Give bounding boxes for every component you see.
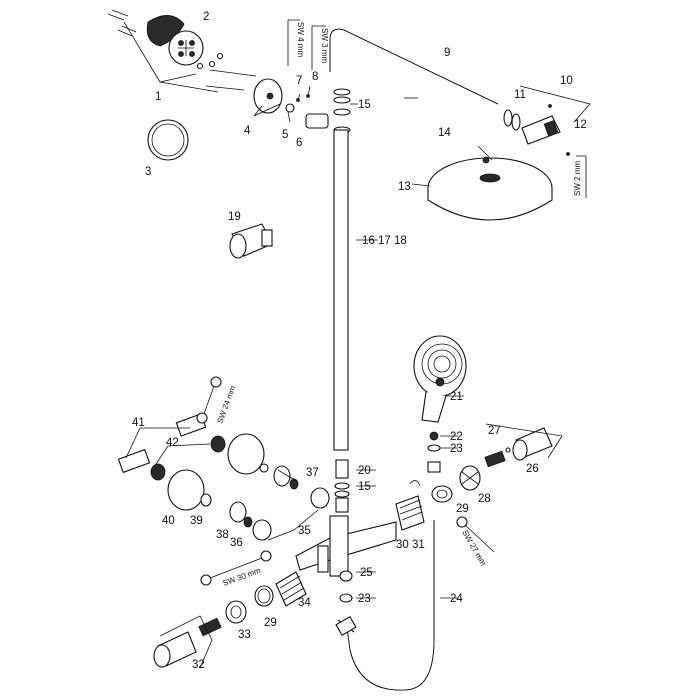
callout-24: 24 xyxy=(450,593,463,605)
callout-21: 21 xyxy=(450,391,463,403)
tool-label-sw30: SW 30 mm xyxy=(222,566,263,588)
sw-2-tool xyxy=(576,155,587,198)
part-42-nuts xyxy=(150,435,226,481)
callout-2: 2 xyxy=(203,11,209,23)
callout-6: 6 xyxy=(296,137,302,149)
part-1-screws xyxy=(107,9,257,93)
part-4-rosette xyxy=(253,78,283,117)
callout-23-lower: 23 xyxy=(358,593,371,605)
part-9-shower-arm xyxy=(329,28,499,105)
part-3-cover-ring xyxy=(147,119,189,161)
part-24-hose xyxy=(335,520,435,691)
part-29-nut xyxy=(427,461,453,503)
part-26-handle xyxy=(485,423,563,461)
tool-label-sw3: SW 3 mm xyxy=(320,28,329,63)
callout-22: 22 xyxy=(450,431,463,443)
callout-30-31: 30 31 xyxy=(396,539,425,551)
callout-36: 36 xyxy=(230,537,243,549)
part-5-6-7-8-holder xyxy=(285,85,329,129)
tool-label-sw4: SW 4 mm xyxy=(296,22,305,57)
part-30-31-diverter xyxy=(395,480,425,531)
callout-32: 32 xyxy=(192,659,205,671)
callout-5: 5 xyxy=(282,129,288,141)
callout-28: 28 xyxy=(478,493,491,505)
callout-20: 20 xyxy=(358,465,371,477)
part-15-rings xyxy=(333,88,351,134)
sw-24-tool xyxy=(196,376,222,424)
callout-39: 39 xyxy=(190,515,203,527)
callout-29-left: 29 xyxy=(264,617,277,629)
thermostat-body xyxy=(295,515,397,577)
callout-14: 14 xyxy=(438,127,451,139)
part-19-holder xyxy=(229,223,273,259)
callout-12: 12 xyxy=(574,119,587,131)
sw-30-tool xyxy=(200,550,272,586)
part-28-cartridge xyxy=(459,465,481,491)
part-22-23-nuts xyxy=(427,431,441,452)
callout-8: 8 xyxy=(312,71,318,83)
callout-26: 26 xyxy=(526,463,539,475)
callout-33: 33 xyxy=(238,629,251,641)
part-27-spindle xyxy=(484,447,511,468)
part-20-nut xyxy=(334,459,350,513)
part-39-ring xyxy=(200,493,212,507)
part-32-handle xyxy=(153,615,222,669)
part-36-38-fitting xyxy=(229,501,253,528)
callout-labels: 1 2 3 4 5 6 7 8 9 10 11 12 13 14 15 16 1… xyxy=(132,11,587,671)
callout-37: 37 xyxy=(306,467,319,479)
part-40-rosettes xyxy=(167,433,269,511)
leader-lines xyxy=(350,97,493,599)
callout-9: 9 xyxy=(444,47,450,59)
tool-label-sw27: SW 27 mm xyxy=(460,529,488,568)
part-13-shower-head xyxy=(427,156,553,221)
part-29-ring-left xyxy=(257,588,271,604)
callout-27: 27 xyxy=(488,425,501,437)
callout-15: 15 xyxy=(358,99,371,111)
callout-23: 23 xyxy=(450,443,463,455)
callout-16-17-18: 16 17 18 xyxy=(362,235,407,247)
part-33-nut xyxy=(225,600,247,624)
callout-13: 13 xyxy=(398,181,411,193)
callout-42: 42 xyxy=(166,437,179,449)
part-21-hand-shower xyxy=(413,335,467,423)
tool-label-sw24: SW 24 mm xyxy=(215,384,237,425)
part-25-23-outlet xyxy=(339,570,353,603)
callout-7: 7 xyxy=(296,75,302,87)
part-35-nut xyxy=(252,487,330,541)
part-2-wall-plate xyxy=(146,15,204,66)
tool-label-sw2: SW 2 mm xyxy=(573,161,582,196)
callout-29-right: 29 xyxy=(456,503,469,515)
callout-38: 38 xyxy=(216,529,229,541)
part-16-riser-pipe xyxy=(333,129,349,451)
callout-3: 3 xyxy=(145,166,151,178)
callout-11: 11 xyxy=(514,89,526,101)
part-37-fitting xyxy=(273,465,299,490)
sw-4-3-tool xyxy=(287,19,326,70)
callout-35: 35 xyxy=(298,525,311,537)
callout-40: 40 xyxy=(162,515,175,527)
callout-4: 4 xyxy=(244,125,251,137)
callout-19: 19 xyxy=(228,211,241,223)
callout-10: 10 xyxy=(560,75,573,87)
callout-1: 1 xyxy=(155,91,161,103)
callout-15-lower: 15 xyxy=(358,481,371,493)
callout-25: 25 xyxy=(360,567,373,579)
callout-34: 34 xyxy=(298,597,311,609)
callout-41: 41 xyxy=(132,417,145,429)
sw-27-tool xyxy=(456,516,495,553)
part-11-12-connector xyxy=(503,85,591,156)
